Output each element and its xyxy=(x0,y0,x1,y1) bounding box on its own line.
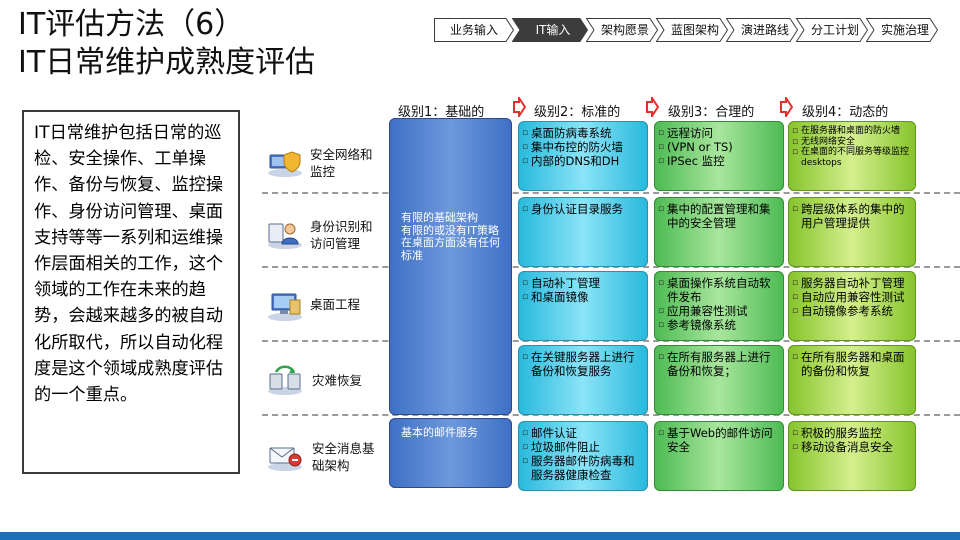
disaster-recovery-icon xyxy=(268,365,302,395)
cell-item: 自动应用兼容性测试 xyxy=(792,290,911,304)
row-label-secure-mail: 安全消息基础架构 xyxy=(312,441,375,473)
page-title-line1: IT评估方法（6） xyxy=(18,7,245,42)
level3-cell-row3: 桌面操作系统自动软件发布应用兼容性测试参考镜像系统 xyxy=(654,271,784,341)
level1-header: 级别1：基础的 xyxy=(398,105,485,120)
footer-bar xyxy=(0,532,960,540)
breadcrumb-step-3[interactable]: 架构愿景 xyxy=(586,18,658,42)
secure-mail-icon xyxy=(268,447,302,471)
level2-cell-row5: 邮件认证垃圾邮件阻止服务器邮件防病毒和服务器健康检查 xyxy=(518,421,648,491)
breadcrumb-step-7[interactable]: 实施治理 xyxy=(866,18,938,42)
level4-cell-row1: 在服务器和桌面的防火墙无线网络安全在桌面的不同服务等级监控desktops xyxy=(788,121,916,191)
level4-cell-row4: 在所有服务器和桌面的备份和恢复 xyxy=(788,345,916,415)
cell-item: 集中的配置管理和集中的安全管理 xyxy=(658,202,779,230)
cell-item: 在关键服务器上进行备份和恢复服务 xyxy=(522,350,643,378)
breadcrumb-label: 分工计划 xyxy=(810,23,859,37)
row-separator xyxy=(262,192,960,194)
identity-access-icon xyxy=(268,223,302,249)
cell-item: 跨层级体系的集中的用户管理提供 xyxy=(792,202,911,230)
row-label-disaster-recovery: 灾难恢复 xyxy=(312,373,363,388)
level1-item: 在桌面方面没有任何标准 xyxy=(401,236,500,262)
level1-main-text: 有限的基础架构 有限的或没有IT策略 在桌面方面没有任何标准 xyxy=(401,211,505,262)
breadcrumb-label: IT输入 xyxy=(535,23,571,37)
level3-cell-row2: 集中的配置管理和集中的安全管理 xyxy=(654,197,784,267)
description-text: IT日常维护包括日常的巡检、安全操作、工单操作、备份与恢复、监控操作、身份访问管… xyxy=(34,123,224,406)
level1-mail-block xyxy=(389,418,512,488)
cell-item: 在服务器和桌面的防火墙 xyxy=(792,126,911,137)
breadcrumb-step-1[interactable]: 业务输入 xyxy=(434,18,514,42)
breadcrumb-step-2[interactable]: IT输入 xyxy=(512,18,588,42)
cell-item: (VPN or TS) xyxy=(658,140,779,154)
level4-cell-row5: 积极的服务监控移动设备消息安全 xyxy=(788,421,916,491)
level2-cell-row4: 在关键服务器上进行备份和恢复服务 xyxy=(518,345,648,415)
row-label-desktop: 桌面工程 xyxy=(310,297,361,312)
cell-item: 服务器邮件防病毒和服务器健康检查 xyxy=(522,454,643,482)
cell-item: 基于Web的邮件访问安全 xyxy=(658,426,779,454)
cell-item: 桌面操作系统自动软件发布 xyxy=(658,276,779,304)
cell-item: 桌面防病毒系统 xyxy=(522,126,643,140)
cell-item: IPSec 监控 xyxy=(658,154,779,168)
cell-item: 移动设备消息安全 xyxy=(792,440,911,454)
row-separator xyxy=(262,266,960,268)
row-label-network-security: 安全网络和监控 xyxy=(310,147,373,179)
row-separator xyxy=(262,340,960,342)
level2-cell-row2: 身份认证目录服务 xyxy=(518,197,648,267)
level3-cell-row5: 基于Web的邮件访问安全 xyxy=(654,421,784,491)
row-separator xyxy=(262,414,960,416)
breadcrumb-step-4[interactable]: 蓝图架构 xyxy=(656,18,728,42)
row-label-identity-access: 身份识别和访问管理 xyxy=(310,219,373,251)
cell-item: 无线网络安全 xyxy=(792,137,911,148)
cell-item: 远程访问 xyxy=(658,126,779,140)
level3-header: 级别3：合理的 xyxy=(668,105,755,120)
cell-item: 集中布控的防火墙 xyxy=(522,140,643,154)
cell-item: 在所有服务器上进行备份和恢复； xyxy=(658,350,779,378)
level1-item: 有限的或没有IT策略 xyxy=(401,223,499,237)
level1-mail-text: 基本的邮件服务 xyxy=(401,426,478,439)
cell-item: 内部的DNS和DH xyxy=(522,154,643,168)
level-arrow-icon xyxy=(646,97,659,117)
level-arrow-icon xyxy=(513,97,526,117)
cell-item: 在所有服务器和桌面的备份和恢复 xyxy=(792,350,911,378)
cell-item: 垃圾邮件阻止 xyxy=(522,440,643,454)
level2-cell-row1: 桌面防病毒系统集中布控的防火墙内部的DNS和DH xyxy=(518,121,648,191)
breadcrumb-label: 蓝图架构 xyxy=(670,23,719,37)
breadcrumb-label: 演进路线 xyxy=(740,23,789,37)
desktop-icon xyxy=(268,293,302,321)
level1-main-block xyxy=(389,118,512,415)
level3-cell-row1: 远程访问(VPN or TS)IPSec 监控 xyxy=(654,121,784,191)
breadcrumb-label: 业务输入 xyxy=(449,23,498,37)
level4-cell-row3: 服务器自动补丁管理自动应用兼容性测试自动镜像参考系统 xyxy=(788,271,916,341)
level4-header: 级别4：动态的 xyxy=(802,105,889,120)
page-title-line2: IT日常维护成熟度评估 xyxy=(18,45,316,80)
level3-cell-row4: 在所有服务器上进行备份和恢复； xyxy=(654,345,784,415)
breadcrumb-label: 实施治理 xyxy=(880,23,929,37)
cell-item: 服务器自动补丁管理 xyxy=(792,276,911,290)
cell-item: 和桌面镜像 xyxy=(522,290,643,304)
breadcrumb-step-5[interactable]: 演进路线 xyxy=(726,18,798,42)
cell-item: 自动补丁管理 xyxy=(522,276,643,290)
cell-item: 在桌面的不同服务等级监控desktops xyxy=(792,147,911,168)
level-arrow-icon xyxy=(780,97,793,117)
cell-item: 应用兼容性测试 xyxy=(658,304,779,318)
cell-item: 身份认证目录服务 xyxy=(522,202,643,216)
cell-item: 自动镜像参考系统 xyxy=(792,304,911,318)
cell-item: 邮件认证 xyxy=(522,426,643,440)
cell-item: 积极的服务监控 xyxy=(792,426,911,440)
description-box: IT日常维护包括日常的巡检、安全操作、工单操作、备份与恢复、监控操作、身份访问管… xyxy=(22,110,240,474)
level4-cell-row2: 跨层级体系的集中的用户管理提供 xyxy=(788,197,916,267)
network-security-icon xyxy=(268,151,302,177)
level1-item: 有限的基础架构 xyxy=(401,211,478,224)
cell-item: 参考镜像系统 xyxy=(658,318,779,332)
breadcrumb-step-6[interactable]: 分工计划 xyxy=(796,18,868,42)
breadcrumb-label: 架构愿景 xyxy=(600,23,649,37)
level2-header: 级别2：标准的 xyxy=(534,105,621,120)
level2-cell-row3: 自动补丁管理和桌面镜像 xyxy=(518,271,648,341)
